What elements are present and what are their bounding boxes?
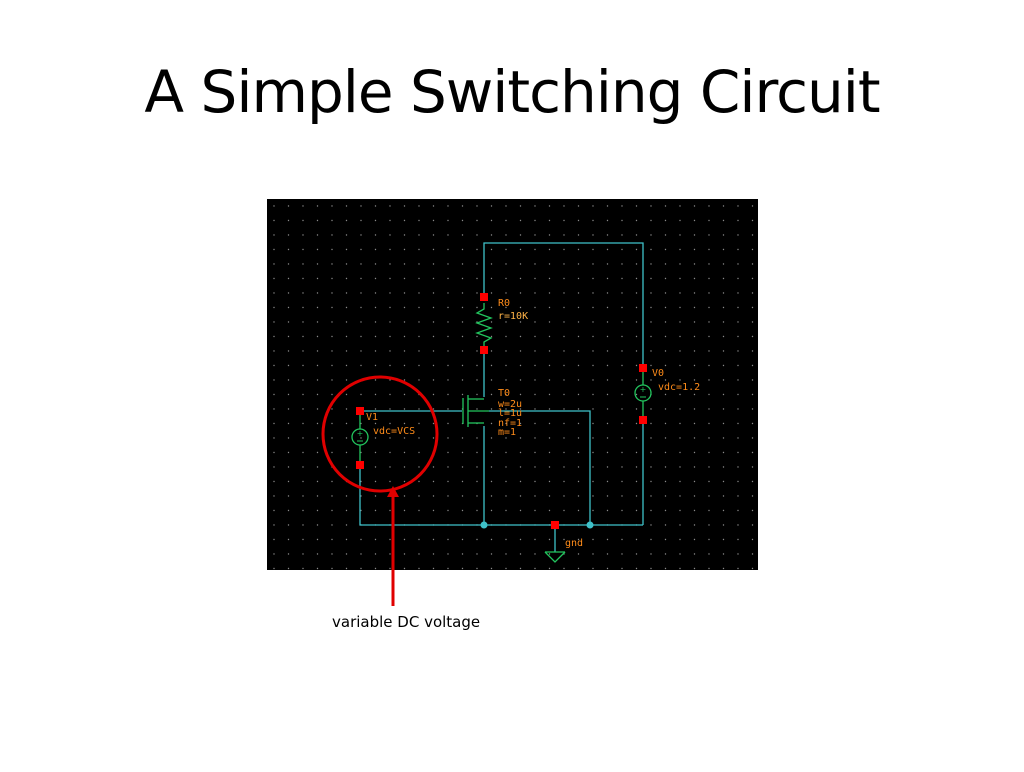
ground-label: gnd [565, 538, 583, 549]
annotation-caption: variable DC voltage [332, 613, 481, 631]
junction-dot [586, 521, 594, 529]
resistor-name: R0 [498, 298, 510, 309]
source-v1-param: vdc=VCS [373, 426, 415, 437]
transistor-param-nf: nf=1 [498, 418, 522, 429]
wire-body [489, 410, 591, 525]
source-v0-name: V0 [652, 368, 664, 379]
junction-dot [480, 521, 488, 529]
ground-pin [551, 521, 559, 529]
wire-top-loop [483, 242, 644, 368]
wires [359, 242, 644, 552]
resistor-r0: R0 r=10K [475, 293, 528, 354]
highlight-circle [321, 375, 439, 493]
resistor-symbol [475, 303, 493, 349]
transistor-param-m: m=1 [498, 427, 516, 438]
source-v1-pin-bottom [356, 461, 364, 469]
resistor-pin-bottom [480, 346, 488, 354]
transistor-t0 [462, 395, 489, 427]
source-v0-param: vdc=1.2 [658, 382, 700, 393]
source-v1-symbol [351, 428, 369, 446]
source-v0: + V0 vdc=1.2 [634, 364, 700, 424]
transistor-param-w: w=2u [498, 399, 522, 410]
source-v1: + V1 vdc=VCS [351, 407, 415, 469]
resistor-pin-top [480, 293, 488, 301]
transistor-name: T0 [498, 388, 510, 399]
source-v1-name: V1 [366, 412, 378, 423]
transistor-param-l: l=1u [498, 408, 522, 419]
source-v0-pin-bottom [639, 416, 647, 424]
resistor-param: r=10K [498, 311, 528, 322]
ground-symbol: gnd [544, 538, 583, 563]
ground-arrow [544, 551, 566, 563]
wire-v1-return [359, 465, 643, 526]
source-v1-plus: + [357, 429, 364, 438]
source-v0-plus: + [640, 385, 647, 394]
source-v1-pin-top [356, 407, 364, 415]
slide-title: A Simple Switching Circuit [144, 58, 880, 126]
source-v0-pin-top [639, 364, 647, 372]
annotation-arrow-head [387, 486, 399, 497]
source-v0-symbol [634, 384, 652, 402]
